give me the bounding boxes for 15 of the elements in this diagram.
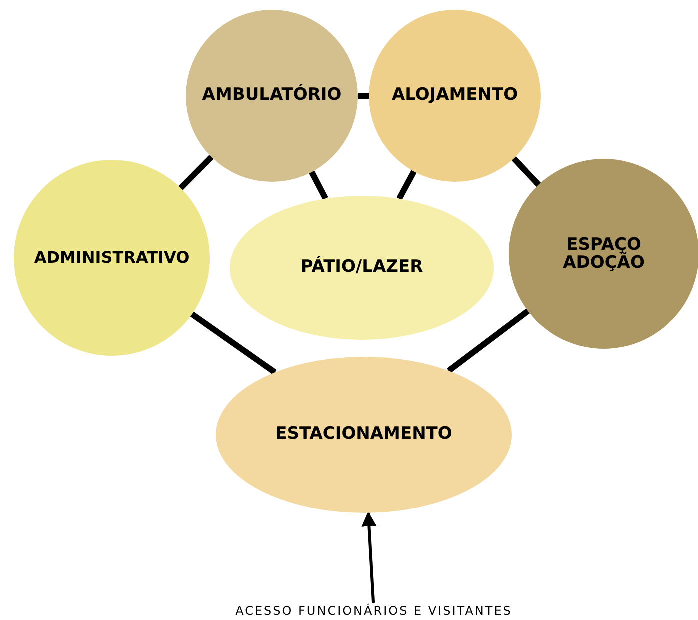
node-label: PÁTIO/LAZER bbox=[300, 255, 424, 280]
arrow bbox=[362, 511, 377, 604]
connector-line bbox=[512, 156, 541, 187]
connector-line bbox=[358, 93, 369, 99]
access-label: ACESSO FUNCIONÁRIOS E VISITANTES bbox=[224, 603, 524, 619]
node-label: ADMINISTRATIVO bbox=[34, 247, 190, 269]
node-label: AMBULATÓRIO bbox=[202, 83, 342, 108]
connector-line bbox=[178, 155, 214, 190]
node-label: ALOJAMENTO bbox=[392, 84, 518, 108]
connector-line bbox=[309, 170, 328, 200]
connector-line bbox=[190, 312, 277, 376]
node-label: ESPAÇO ADOÇÃO bbox=[562, 236, 646, 272]
connector-line bbox=[396, 170, 417, 200]
node-label: ESTACIONAMENTO bbox=[276, 423, 452, 446]
connector-line bbox=[446, 308, 530, 374]
